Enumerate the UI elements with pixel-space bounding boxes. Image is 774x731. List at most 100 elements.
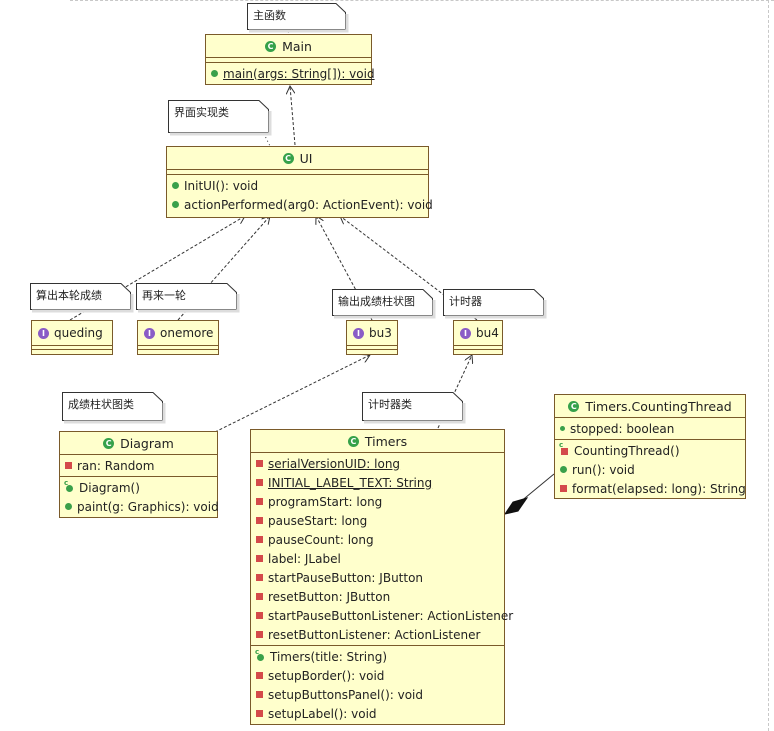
private-marker-icon: [256, 460, 263, 467]
note-main: 主函数: [247, 3, 345, 29]
attribute-row: stopped: boolean: [555, 419, 745, 438]
constructor-marker-icon: c: [64, 479, 74, 492]
private-marker-icon: [256, 574, 263, 581]
divider: [32, 345, 112, 349]
interface-icon: I: [460, 327, 471, 339]
class-counting-thread-attributes: stopped: boolean: [555, 418, 745, 440]
class-ui-attributes: [167, 170, 428, 175]
class-diagram-name: Diagram: [120, 435, 174, 451]
private-marker-icon: [256, 691, 263, 698]
divider: [138, 345, 218, 349]
private-marker-icon: [256, 612, 263, 619]
class-icon: C: [347, 435, 359, 447]
class-main[interactable]: C Main main(args: String[]): void: [205, 34, 375, 85]
class-diagram[interactable]: C Diagram ran: Random c Diagram() paint(…: [59, 431, 219, 518]
note-ui: 界面实现类: [168, 100, 268, 132]
attribute-row: startPauseButton: JButton: [251, 568, 504, 587]
method-row: setupLabel(): void: [251, 704, 504, 723]
class-icon: C: [103, 437, 115, 449]
ui-to-main-dependency: [290, 86, 296, 146]
method-row: setupBorder(): void: [251, 666, 504, 685]
interface-bu3-header: I bu3: [347, 321, 397, 345]
note-timers: 计时器类: [362, 392, 462, 420]
class-main-methods: main(args: String[]): void: [206, 63, 375, 84]
class-counting-thread[interactable]: C Timers.CountingThread stopped: boolean…: [554, 394, 746, 499]
attribute-row: label: JLabel: [251, 549, 504, 568]
method-row: format(elapsed: long): String: [555, 479, 746, 498]
method-row: setupButtonsPanel(): void: [251, 685, 504, 704]
note-diagram: 成绩柱状图类: [62, 392, 162, 420]
note-bu3: 输出成绩柱状图: [332, 289, 432, 315]
method-text: main(args: String[]): void: [223, 66, 375, 81]
note-queding: 算出本轮成绩: [30, 283, 130, 309]
method-row: run(): void: [555, 460, 745, 479]
class-timers-header: C Timers: [251, 430, 504, 453]
interface-bu4[interactable]: I bu4: [453, 320, 503, 355]
attribute-row: resetButtonListener: ActionListener: [251, 625, 504, 644]
divider: [347, 349, 397, 353]
class-main-header: C Main: [206, 35, 371, 58]
ui-note-link: [261, 129, 271, 147]
composition-diamond: [503, 497, 529, 515]
method-text: setupLabel(): void: [268, 706, 377, 721]
private-marker-icon: [256, 631, 263, 638]
class-diagram-header: C Diagram: [60, 432, 217, 455]
attribute-row: pauseStart: long: [251, 511, 504, 530]
class-icon: C: [282, 152, 294, 164]
public-marker-icon: [560, 466, 567, 473]
public-marker-icon: [211, 70, 218, 77]
interface-onemore-header: I onemore: [138, 321, 218, 345]
class-timers-attributes: serialVersionUID: long INITIAL_LABEL_TEX…: [251, 453, 513, 646]
private-marker-icon: [256, 555, 263, 562]
note-bu3-text: 输出成绩柱状图: [338, 295, 415, 308]
queding-to-ui-dependency: [69, 216, 245, 321]
diagram-to-bu3-dependency: [214, 355, 370, 433]
note-diagram-text: 成绩柱状图类: [68, 398, 134, 411]
note-onemore: 再来一轮: [136, 283, 236, 309]
note-bu4: 计时器: [443, 289, 543, 315]
attribute-text: stopped: boolean: [570, 421, 675, 436]
method-text: paint(g: Graphics): void: [77, 499, 219, 514]
note-bu4-text: 计时器: [449, 295, 482, 308]
class-diagram-attributes: ran: Random: [60, 455, 217, 477]
attribute-text: resetButtonListener: ActionListener: [268, 627, 481, 642]
attribute-row: ran: Random: [60, 456, 217, 475]
private-marker-icon: [256, 593, 263, 600]
attribute-row: startPauseButtonListener: ActionListener: [251, 606, 513, 625]
class-icon: C: [265, 40, 277, 52]
class-ui-methods: InitUI(): void actionPerformed(arg0: Act…: [167, 175, 433, 215]
method-text: setupButtonsPanel(): void: [268, 687, 423, 702]
private-marker-icon: [256, 479, 263, 486]
interface-onemore[interactable]: I onemore: [137, 320, 219, 355]
canvas-top-border: [70, 0, 774, 2]
private-marker-icon: [256, 498, 263, 505]
note-onemore-text: 再来一轮: [142, 289, 186, 302]
attribute-row: serialVersionUID: long: [251, 454, 504, 473]
class-timers[interactable]: C Timers serialVersionUID: long INITIAL_…: [250, 429, 513, 725]
constructor-marker-icon: c: [559, 441, 569, 455]
interface-bu4-header: I bu4: [454, 321, 502, 345]
method-text: Timers(title: String): [270, 649, 388, 664]
bu4-to-ui-dependency: [340, 216, 478, 321]
class-ui-header: C UI: [167, 147, 428, 170]
interface-queding[interactable]: I queding: [31, 320, 113, 355]
private-marker-icon: [256, 710, 263, 717]
private-marker-icon: [256, 536, 263, 543]
class-ui[interactable]: C UI InitUI(): void actionPerformed(arg0…: [166, 146, 433, 218]
method-text: format(elapsed: long): String: [572, 481, 746, 496]
method-row: main(args: String[]): void: [206, 64, 375, 83]
attribute-text: ran: Random: [77, 458, 155, 473]
interface-icon: I: [38, 327, 49, 339]
divider: [454, 349, 502, 353]
private-marker-icon: [256, 517, 263, 524]
attribute-text: pauseCount: long: [268, 532, 374, 547]
class-icon: C: [568, 400, 580, 412]
timers-to-bu4-dependency: [437, 355, 472, 429]
interface-bu3[interactable]: I bu3: [346, 320, 398, 355]
class-diagram-methods: c Diagram() paint(g: Graphics): void: [60, 477, 219, 517]
attribute-text: pauseStart: long: [268, 513, 368, 528]
